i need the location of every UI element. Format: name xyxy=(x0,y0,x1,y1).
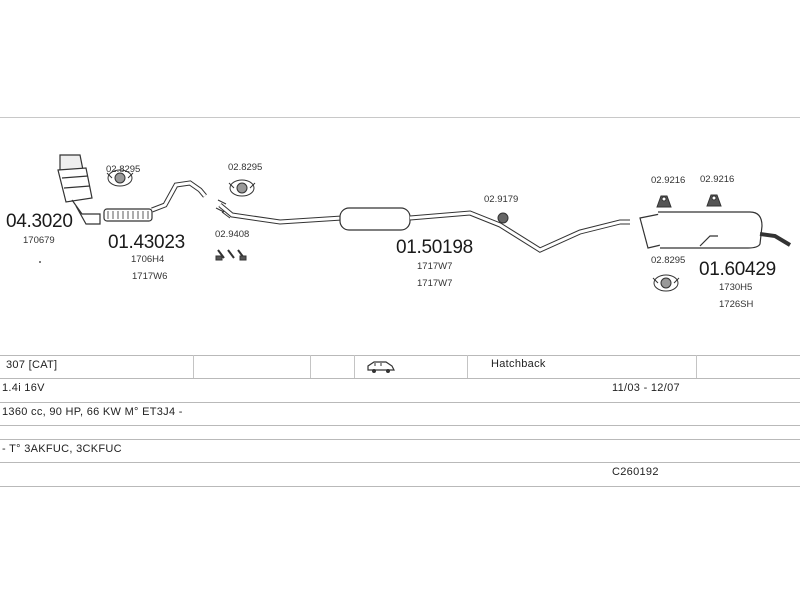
part-number-middle[interactable]: 01.50198 xyxy=(396,237,473,258)
clamp-icon[interactable] xyxy=(106,169,134,187)
accessory-code: 02.9216 xyxy=(700,174,735,185)
part-ref-rear-2: 1726SH xyxy=(719,299,754,310)
hanger-icon[interactable] xyxy=(656,195,672,208)
part-number-front-pipe[interactable]: 01.43023 xyxy=(108,232,185,253)
part-number-rear[interactable]: 01.60429 xyxy=(699,259,776,280)
vehicle-spec: 1360 cc, 90 HP, 66 KW M° ET3J4 - xyxy=(2,406,183,418)
part-ref-middle-1: 1717W7 xyxy=(417,261,453,272)
table-divider xyxy=(0,439,800,440)
table-divider xyxy=(0,486,800,487)
table-divider xyxy=(0,378,800,379)
part-ref-front-pipe-2: 1717W6 xyxy=(132,271,168,282)
accessory-code: 02.8295 xyxy=(228,162,263,173)
table-divider xyxy=(0,462,800,463)
rear-silencer-drawing[interactable] xyxy=(639,211,792,249)
part-ref-front-pipe-1: 1706H4 xyxy=(131,254,165,265)
middle-section-drawing[interactable] xyxy=(215,199,630,253)
accessory-code: 02.9216 xyxy=(651,175,686,186)
dot-marker xyxy=(39,261,41,263)
accessory-code: 02.8295 xyxy=(651,255,686,266)
table-column-divider xyxy=(354,355,355,378)
table-divider xyxy=(0,425,800,426)
exhaust-system-diagram xyxy=(39,154,792,292)
front-pipe-drawing[interactable] xyxy=(103,180,207,222)
vehicle-period: 11/03 - 12/07 xyxy=(612,382,680,394)
accessory-code: 02.9179 xyxy=(484,194,519,205)
clamp-icon[interactable] xyxy=(228,179,256,197)
accessory-code: 02.9408 xyxy=(215,229,250,240)
part-ref-rear-1: 1730H5 xyxy=(719,282,753,293)
part-ref-catalyst: 170679 xyxy=(23,235,55,246)
accessory-code: 02.8295 xyxy=(106,164,141,175)
table-column-divider xyxy=(696,355,697,378)
table-column-divider xyxy=(467,355,468,378)
catalytic-converter-drawing[interactable] xyxy=(57,154,101,225)
vehicle-reference: C260192 xyxy=(612,466,659,478)
table-column-divider xyxy=(193,355,194,378)
vehicle-engine: 1.4i 16V xyxy=(2,382,45,394)
part-number-catalyst[interactable]: 04.3020 xyxy=(6,211,73,232)
clamp-icon[interactable] xyxy=(652,274,680,292)
vehicle-model: 307 [CAT] xyxy=(6,359,58,371)
hanger-icon[interactable] xyxy=(706,194,722,207)
rubber-mount-icon[interactable] xyxy=(497,212,509,224)
vehicle-body-type: Hatchback xyxy=(491,358,546,370)
table-divider xyxy=(0,355,800,356)
part-ref-middle-2: 1717W7 xyxy=(417,278,453,289)
table-column-divider xyxy=(310,355,311,378)
bolt-set-icon[interactable] xyxy=(215,249,247,261)
vehicle-engine-codes: - T° 3AKFUC, 3CKFUC xyxy=(2,443,122,455)
top-divider xyxy=(0,117,800,118)
table-divider xyxy=(0,402,800,403)
car-hatchback-icon xyxy=(367,361,395,373)
